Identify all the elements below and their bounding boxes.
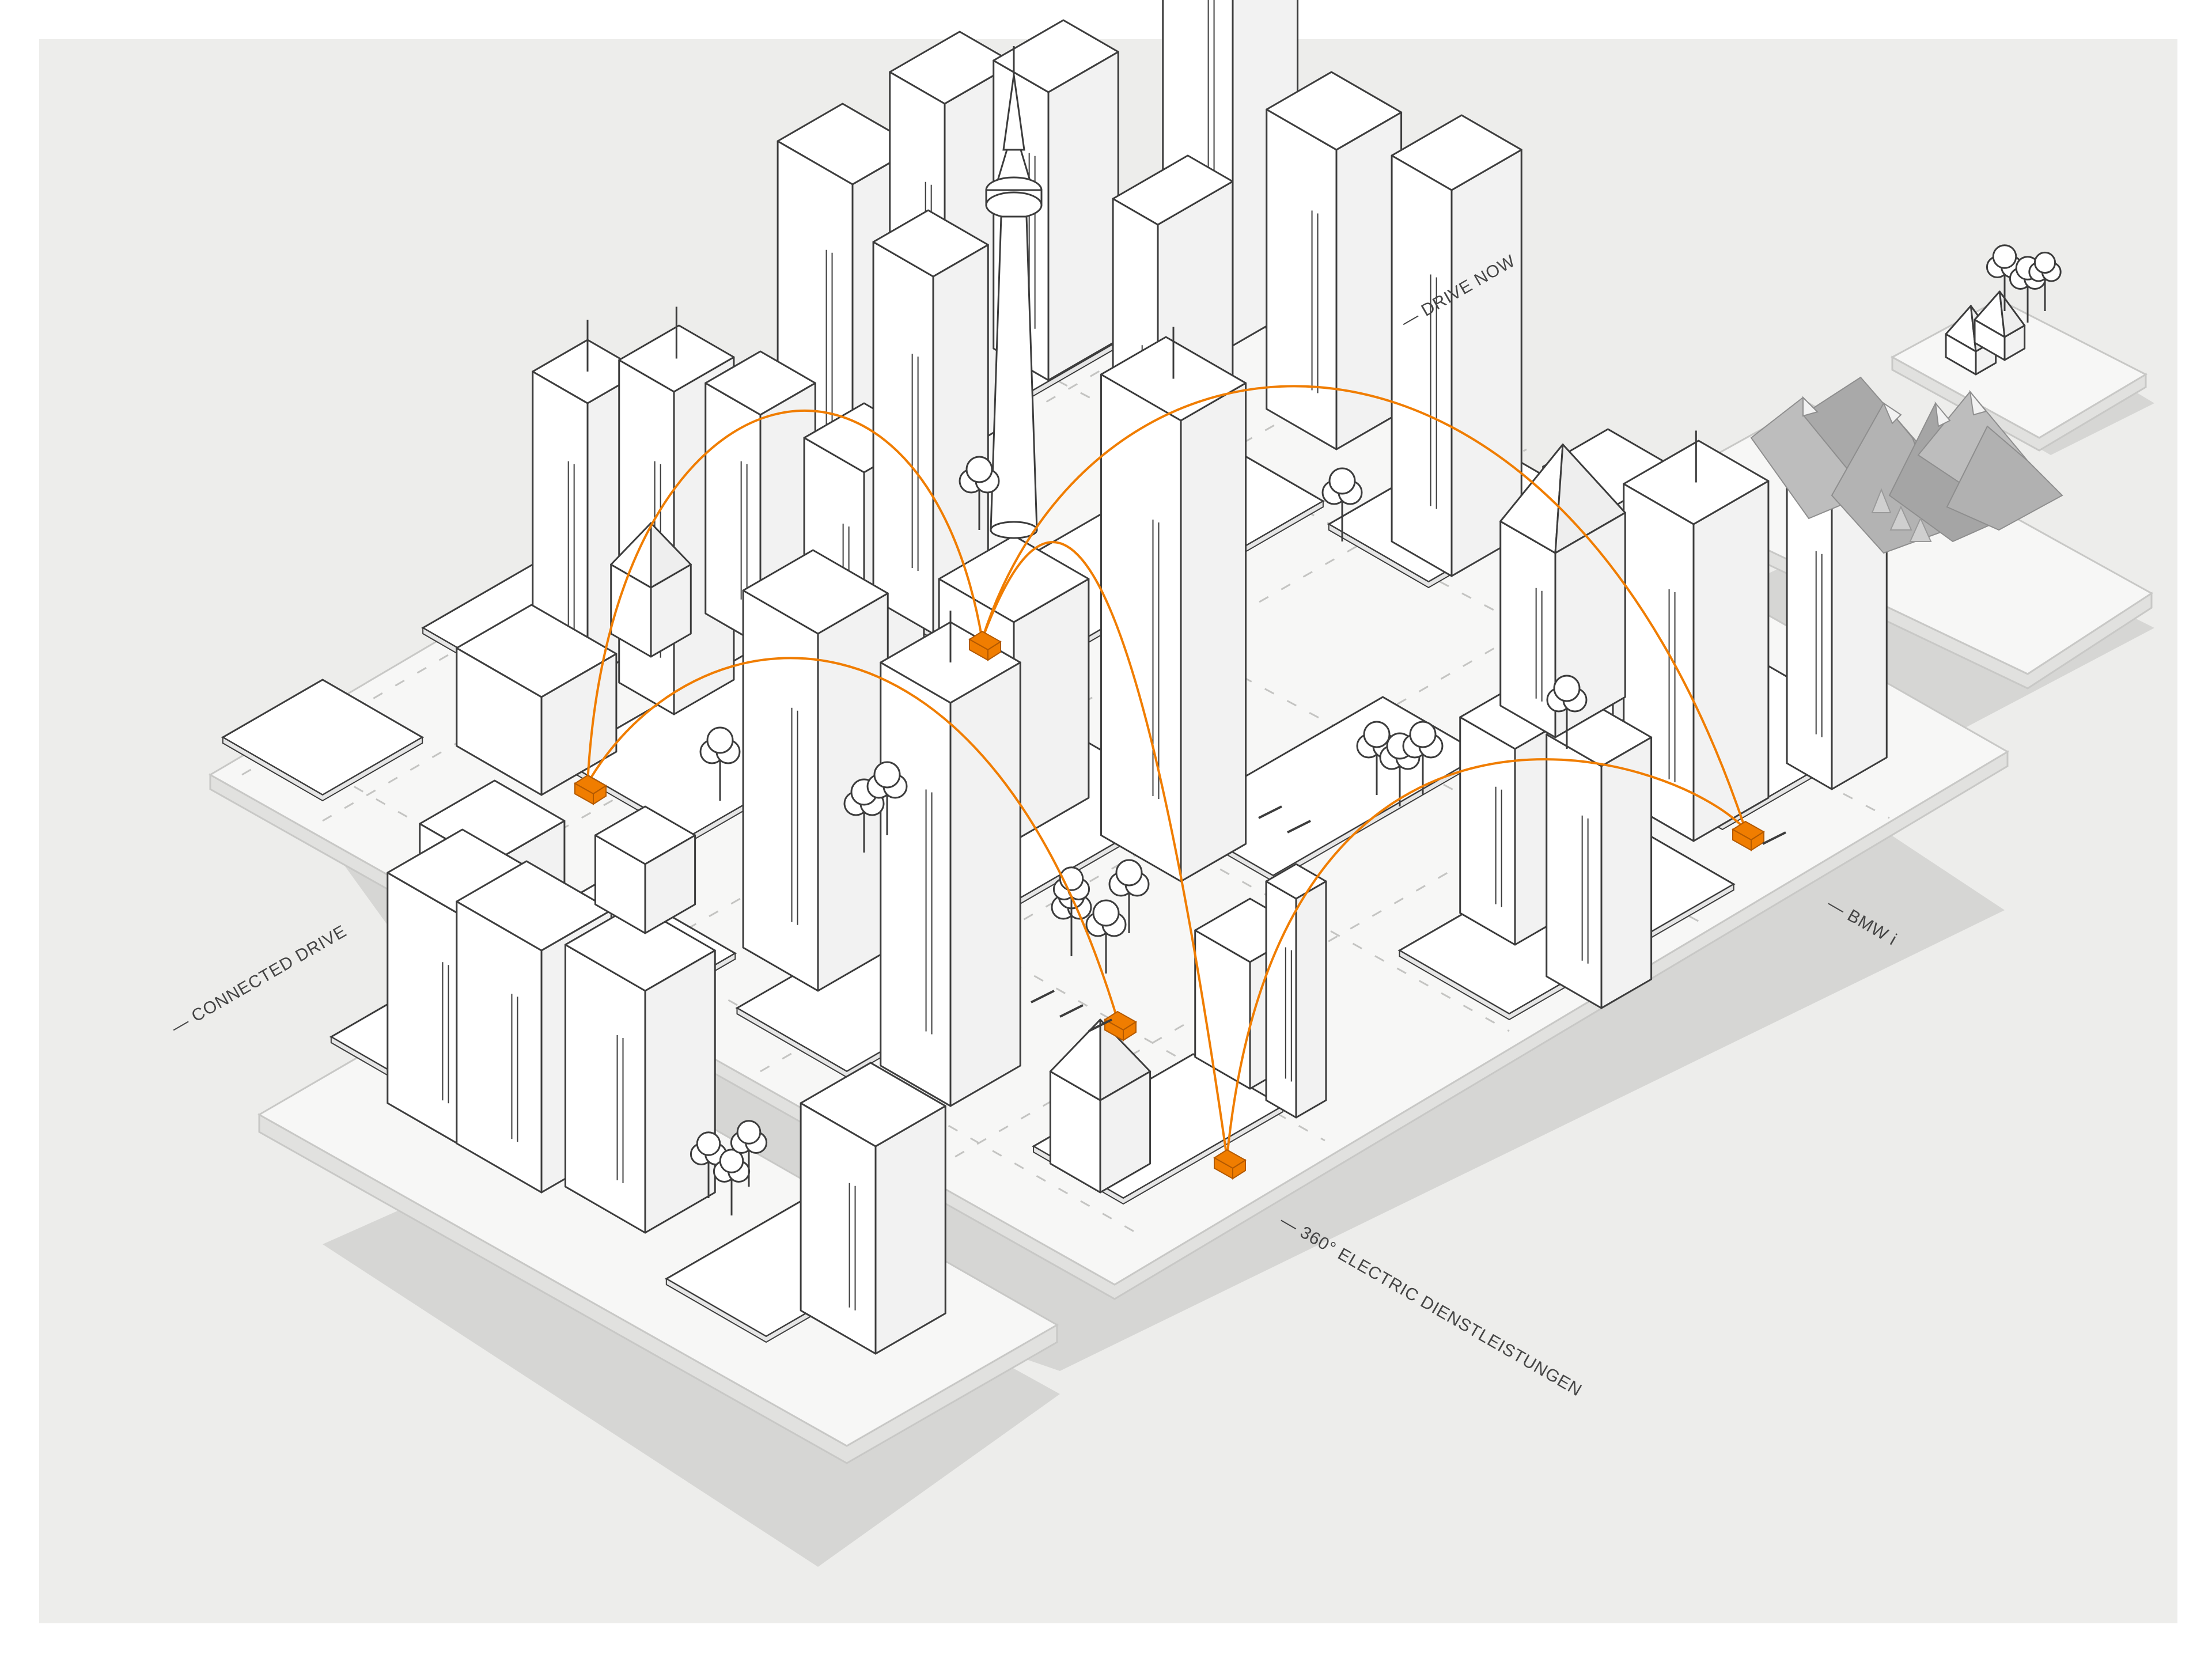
bldg-m: [1101, 327, 1245, 882]
bldg-p: [881, 611, 1020, 1106]
bldg-x: [1266, 864, 1326, 1118]
bldg-f: [1392, 115, 1521, 576]
bldg-o: [743, 550, 888, 991]
bldg-ac: [801, 1063, 945, 1354]
bldg-e: [1267, 72, 1402, 449]
bldg-ab: [565, 904, 715, 1233]
bldg-u: [1547, 706, 1652, 1008]
